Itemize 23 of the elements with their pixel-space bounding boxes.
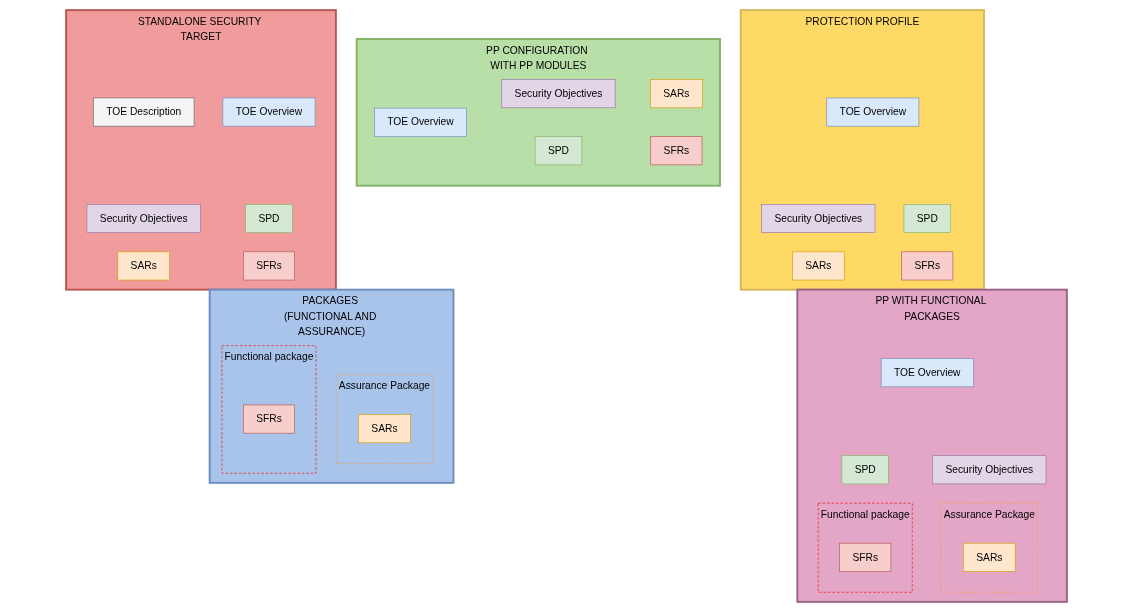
node-box: SPD [245,204,293,233]
node-box: SFRs [839,542,892,572]
node-box: SARs [650,79,703,109]
node-box: SFRs [650,136,703,166]
node-box: Security Objectives [932,455,1047,485]
node-box: TOE Overview [826,97,920,127]
node-box: Security Objectives [761,204,876,233]
node-box: Security Objectives [86,204,201,233]
node-box: SFRs [901,251,954,281]
node-box: SPD [903,204,951,233]
node-box: SFRs [243,251,295,281]
node-box: SPD [534,136,583,166]
node-box: TOE Overview [880,358,974,388]
node-box: SARs [963,542,1016,572]
node-box: SARs [358,414,411,444]
node-box: SARs [117,251,170,281]
node-box: SPD [841,455,889,485]
node-box: TOE Overview [222,97,316,127]
node-box: SARs [792,251,845,281]
node-box: Security Objectives [501,79,616,109]
node-box: TOE Description [93,97,195,127]
node-box: TOE Overview [374,107,467,137]
node-box: SFRs [243,404,295,434]
